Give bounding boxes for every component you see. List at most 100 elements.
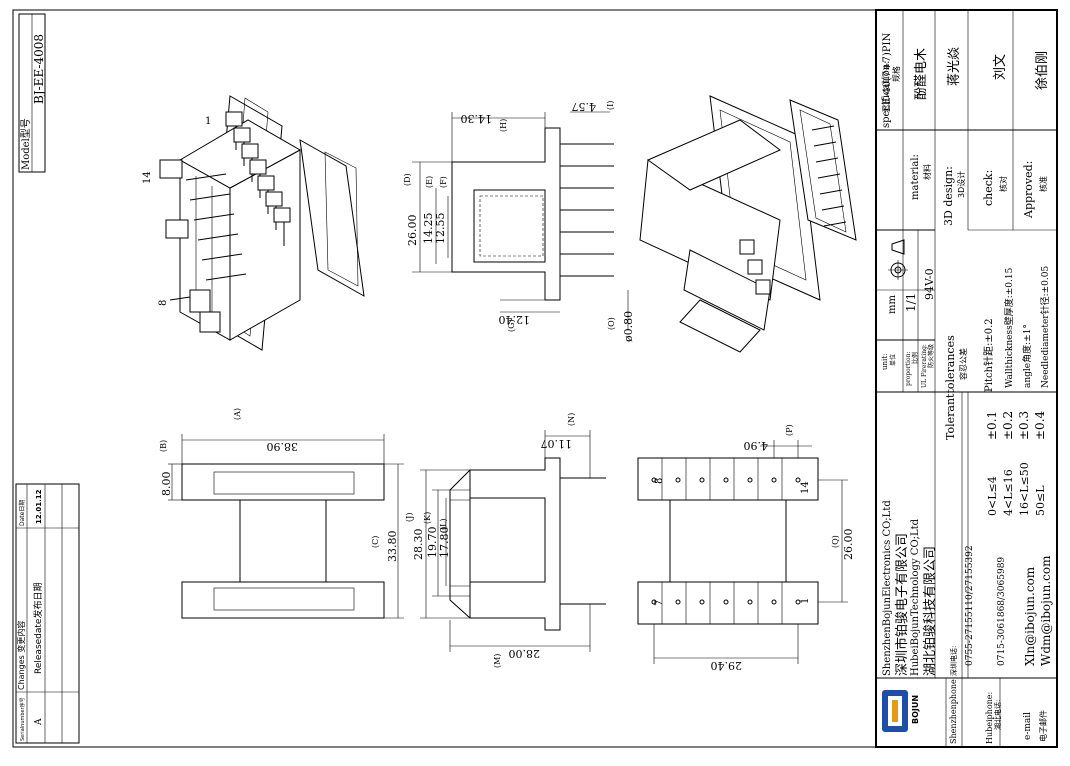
tol-value-4: ±0.4 [1033, 410, 1047, 440]
pin-label-14: 14 [800, 481, 811, 494]
design-label-cn: 3D设计 [956, 171, 966, 198]
side-view: 11.07 (N) 28.30 (J) 19.70 (K) 17.80 (L) … [405, 413, 606, 668]
dim-f-tag: (F) [439, 176, 448, 188]
company-name-cn-sz: 深圳市铂骏电子有限公司 [894, 533, 910, 676]
dim-a-value: 38.90 [267, 440, 299, 453]
unit-label: unit: [881, 354, 889, 370]
tol-note-wall: Wallthickness壁厚度:±0.15 [1003, 267, 1015, 388]
check-label-cn: 核对 [998, 176, 1008, 192]
rev-change: Releasedate发布日期 [32, 583, 44, 674]
spec-label: specification: [881, 60, 892, 128]
sz-phone-value: 0755-27155110/27155392 [965, 545, 975, 666]
email-value-2: Wdm@ibojun.com [1039, 555, 1053, 666]
check-label: check: [982, 170, 995, 206]
fire-label-cn: 防火等级 [927, 344, 935, 368]
approved-label-cn: 核准 [1038, 176, 1048, 192]
isometric-view-right [639, 95, 857, 353]
company-name-en-sz: ShenzhenBojunElectronics CO;Ltd [882, 500, 893, 676]
dim-a-tag: (A) [233, 408, 242, 420]
bojun-logo-icon: BOJUN [882, 690, 920, 732]
model-value: BJ-EE-4008 [32, 34, 46, 104]
iso-pin8-label: 8 [158, 300, 169, 306]
tol-title-cn: 容忍公差 [958, 348, 968, 380]
email-value-1: Xln@ibojun.com [1023, 566, 1037, 666]
dim-c-tag: (C) [371, 536, 380, 548]
dim-g-value: 12.40 [499, 313, 531, 326]
dim-c-value: 33.80 [386, 531, 399, 563]
dim-p-value: 4.90 [744, 439, 769, 452]
tol-value-1: ±0.1 [985, 411, 999, 440]
email-label-cn: 电子邮件 [1038, 710, 1048, 742]
approved-label: Approved: [1022, 161, 1035, 219]
company-name-en-hb: HubeiBojunTechnology CO;Ltd [910, 518, 921, 676]
iso-pin1-label: 1 [205, 116, 211, 127]
dim-n-value: 11.07 [541, 437, 573, 450]
unit-label-cn: 单位 [889, 354, 897, 366]
dim-n-tag: (N) [567, 413, 576, 426]
dim-h-tag: (H) [499, 119, 508, 132]
rev-header-serial: Serialnumber序号 [19, 697, 26, 741]
dim-q-value: 26.00 [842, 529, 855, 561]
dim-i-tag: (I) [606, 101, 615, 110]
sz-phone-label-cn: 深圳电话: [949, 646, 958, 676]
tol-note-needle: Needlediameter针径:±0.05 [1039, 266, 1051, 388]
dim-d-tag: (D) [403, 173, 412, 186]
pin-label-1: 1 [800, 598, 811, 604]
tol-items: 0<L≤4 ±0.1 4<L≤16 ±0.2 16<L≤50 ±0.3 50≤L… [985, 410, 1047, 516]
design-label: 3D design: [942, 166, 955, 226]
revision-table: Serialnumber序号 Changes 变更内容 Date日期 A Rel… [15, 483, 80, 744]
dim-e-value: 14.25 [422, 213, 435, 245]
dim-d-value: 26.00 [406, 215, 419, 247]
dim-r-value: 29.40 [711, 659, 743, 672]
material-value: 酚醛电木 [913, 48, 929, 100]
tol-value-2: ±0.2 [1001, 411, 1015, 440]
spec-label-cn: 规格 [891, 66, 901, 82]
design-value: 蒋光焱 [947, 47, 962, 86]
spec-value: EE-40(7+7)PIN [882, 33, 893, 112]
model-label: Model型号 [19, 118, 32, 170]
dim-b-value: 8.00 [160, 472, 173, 497]
proportion-value: 1/1 [904, 293, 918, 312]
tol-range-2: 4<L≤16 [1002, 469, 1015, 516]
dim-l-value: 17.80 [438, 527, 451, 559]
iso-pin14-label: 14 [142, 171, 153, 184]
rev-header-date: Date日期 [18, 500, 26, 526]
check-value: 刘文 [993, 54, 1008, 80]
tol-note-pitch: Pitch针距:±0.2 [982, 318, 995, 392]
rev-date: 12.01.12 [35, 489, 43, 524]
tol-range-3: 16<L≤50 [1018, 462, 1031, 516]
material-label: material: [910, 154, 921, 200]
dim-h-value: 14.30 [461, 112, 493, 125]
dim-f-value: 12.55 [434, 213, 447, 245]
dim-e-tag: (E) [425, 176, 434, 188]
dim-p-tag: (P) [785, 424, 794, 436]
hb-phone-label-cn: 湖北电话: [993, 700, 1002, 730]
sz-phone-label: Shenzhenphone: [949, 677, 958, 744]
dim-m-value: 28.00 [509, 647, 541, 660]
proportion-label: proportion: [905, 352, 912, 386]
dim-o-value: ø0.80 [622, 311, 635, 342]
dim-g-tag: (G) [507, 319, 516, 332]
company-name-cn-hb: 湖北铂骏科技有限公司 [922, 546, 938, 676]
section-view: 14.30 (H) 4.57 (I) 26.00 (D) 14.25 (E) 1… [403, 100, 635, 342]
isometric-view-left: 1 14 8 [142, 95, 365, 351]
dim-q-tag: (Q) [831, 535, 840, 548]
model-box: Model型号 BJ-EE-4008 [18, 13, 46, 173]
logo-text: BOJUN [911, 695, 920, 724]
hb-phone-value: 0715-3061868/3065989 [997, 557, 1007, 666]
dim-l-tag: (L) [439, 518, 448, 530]
fire-value: 94V-0 [923, 268, 936, 300]
approved-value: 徐伯刚 [1035, 51, 1050, 90]
tol-value-3: ±0.3 [1017, 411, 1031, 440]
dim-k-tag: (K) [423, 512, 432, 524]
tol-range-1: 0<L≤4 [986, 476, 999, 516]
tol-note-angle: angle角度:±1° [1021, 324, 1033, 388]
dim-k-value: 19.70 [426, 527, 439, 559]
pin-label-8: 8 [654, 478, 665, 484]
hb-phone-label: Hubeiphone: [985, 692, 994, 744]
fire-label: UL Firerating: [921, 344, 928, 388]
dim-b-tag: (B) [159, 440, 168, 452]
dim-j-tag: (J) [405, 513, 414, 522]
dim-j-value: 28.30 [412, 529, 425, 561]
